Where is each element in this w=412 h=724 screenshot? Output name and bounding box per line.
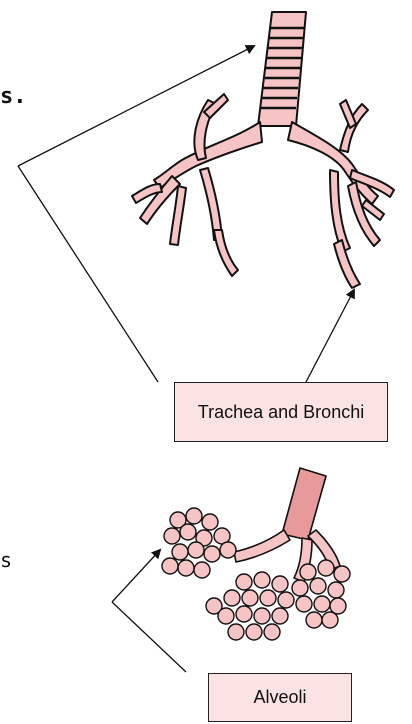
trachea-pointers — [18, 46, 354, 382]
label-trachea-and-bronchi: Trachea and Bronchi — [174, 382, 388, 442]
trachea-bronchi-drawing — [132, 12, 394, 288]
left-branch-6 — [214, 230, 238, 276]
bronchiole-stem — [282, 468, 326, 540]
left-branch-4 — [170, 186, 186, 245]
label-trachea-and-bronchi-text: Trachea and Bronchi — [198, 402, 364, 423]
label-alveoli-text: Alveoli — [253, 687, 306, 708]
label-alveoli: Alveoli — [208, 673, 352, 722]
alveoli-clusters — [162, 508, 350, 640]
right-branch-5 — [330, 170, 350, 252]
